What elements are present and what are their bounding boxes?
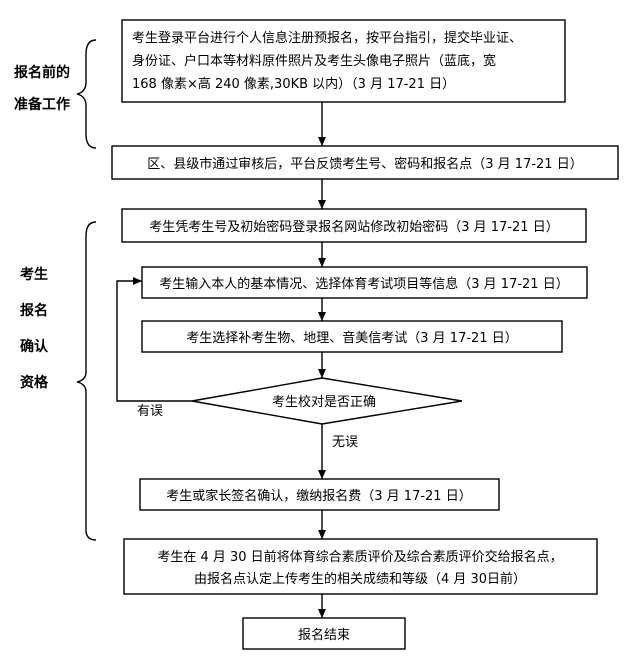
subjects-step-box	[141, 320, 563, 353]
submit-step-line-1: 考生在 4 月 30 日前将体育综合素质评价及综合素质评价交给报名点，	[157, 549, 562, 565]
login-step-box	[121, 208, 587, 243]
submit-step-box	[123, 538, 598, 595]
confirm-label-line-3: 确认	[20, 338, 49, 355]
login-step-text: 考生凭考生号及初始密码登录报名网站修改初始密码（3 月 17-21 日）	[149, 219, 558, 235]
prep-bracket	[76, 39, 97, 149]
sign-step-text: 考生或家长签名确认，缴纳报名费（3 月 17-21 日）	[166, 488, 471, 504]
prep-label-line-2: 准备工作	[14, 96, 70, 113]
confirm-bracket	[76, 221, 97, 541]
confirm-label-line-2: 报名	[20, 302, 48, 319]
arrow-error-loop	[116, 277, 192, 402]
register-step-line-3: 168 像素×高 240 像素,30KB 以内）（3 月 17-21 日）	[132, 76, 455, 92]
error-branch-label: 有误	[137, 404, 163, 419]
end-step-box	[242, 617, 406, 650]
review-step-text: 区、县级市通过审核后，平台反馈考生号、密码和报名点（3 月 17-21 日）	[147, 156, 582, 172]
end-step-text: 报名结束	[298, 627, 350, 643]
confirm-label-line-1: 考生	[20, 266, 48, 283]
review-step-box	[111, 145, 619, 180]
check-decision-text: 考生校对是否正确	[272, 394, 376, 410]
input-step-text: 考生输入本人的基本情况、选择体育考试项目等信息（3 月 17-21 日）	[159, 276, 568, 292]
confirm-label-line-4: 资格	[20, 374, 49, 391]
register-step-line-1: 考生登录平台进行个人信息注册预报名，按平台指引，提交毕业证、	[132, 30, 522, 46]
prep-label-line-1: 报名前的	[14, 64, 70, 81]
submit-step-line-2: 由报名点认定上传考生的相关成绩和等级（4 月 30日前）	[194, 571, 526, 587]
subjects-step-text: 考生选择补考生物、地理、音美信考试（3 月 17-21 日）	[186, 330, 517, 346]
input-step-box	[141, 266, 588, 299]
register-step-box	[121, 19, 566, 103]
register-step-line-2: 身份证、户口本等材料原件照片及考生头像电子照片（蓝底，宽	[132, 53, 496, 69]
ok-branch-label: 无误	[332, 435, 358, 450]
sign-step-box	[139, 478, 500, 511]
